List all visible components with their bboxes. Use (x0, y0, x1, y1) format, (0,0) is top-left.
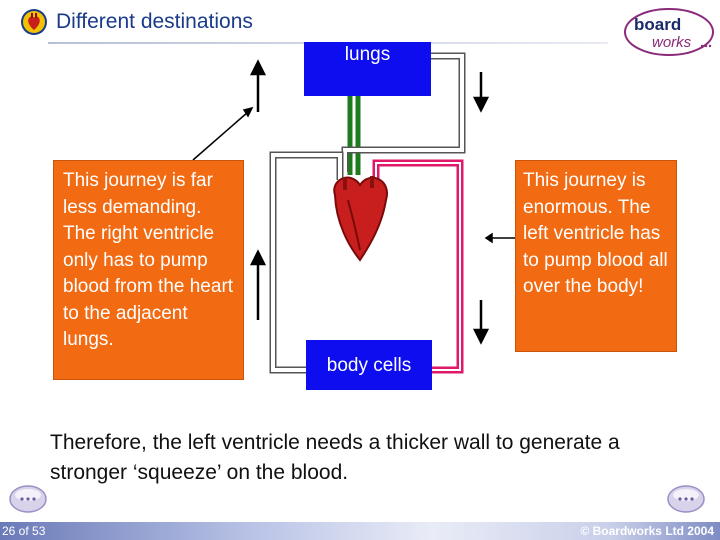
heart-icon (21, 9, 47, 35)
copyright-text: © Boardworks Ltd 2004 (580, 524, 714, 538)
lungs-box: lungs (304, 42, 431, 96)
lungs-label: lungs (344, 44, 391, 65)
pointer-lines (192, 106, 515, 244)
page-number: 26 of 53 (2, 524, 46, 538)
systemic-vessels (269, 151, 464, 374)
next-slide-icon[interactable] (664, 484, 708, 514)
right-ventricle-note: This journey is far less demanding. The … (53, 160, 244, 380)
slide-title: Different destinations (56, 10, 253, 33)
conclusion-text: Therefore, the left ventricle needs a th… (50, 431, 620, 484)
left-ventricle-note: This journey is enormous. The left ventr… (515, 160, 677, 352)
svg-text:board: board (634, 15, 681, 34)
heart-illustration (333, 176, 389, 262)
body-cells-box: body cells (306, 340, 432, 390)
footer-bar (0, 522, 720, 540)
previous-slide-icon[interactable] (6, 484, 50, 514)
flow-arrows (249, 59, 490, 345)
svg-text:works: works (652, 34, 692, 51)
boardworks-logo: board works (624, 8, 714, 56)
body-cells-label: body cells (326, 355, 412, 376)
